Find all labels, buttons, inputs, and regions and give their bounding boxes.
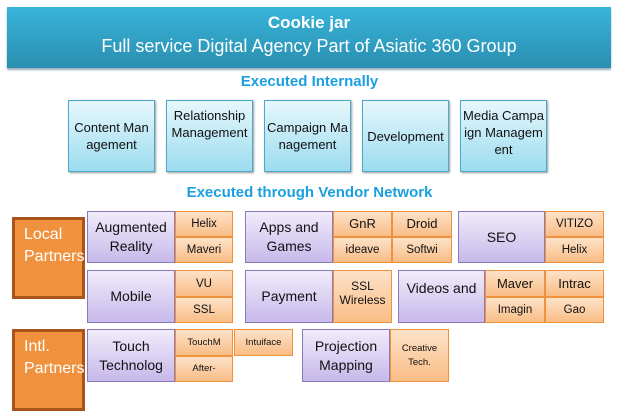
vendor-cell: SSL (175, 297, 233, 323)
vendor-cell: SSL Wireless (333, 270, 392, 323)
executed-internally-heading: Executed Internally (240, 73, 379, 90)
vendor-cell: Intrac (545, 270, 604, 297)
service-touch-technology: Touch Technolog (87, 329, 175, 382)
vendor-cell: After- (175, 356, 233, 382)
vendor-cell: Intuiface (234, 329, 293, 356)
vendor-cell: Maveri (175, 237, 233, 263)
vendor-cell: Creative Tech. (390, 329, 449, 382)
service-videos: Videos and (398, 270, 485, 323)
vendor-cell: Helix (545, 237, 604, 263)
internal-item: Content Management (68, 100, 155, 172)
internal-item: Relationship Management (166, 100, 253, 172)
vendor-cell: VITIZO (545, 211, 604, 237)
service-seo: SEO (458, 211, 545, 263)
vendor-cell: Helix (175, 211, 233, 237)
title: Cookie jar (267, 13, 351, 32)
vendor-cell: Maver (485, 270, 545, 297)
vendor-cell: Softwi (392, 237, 452, 263)
vendor-cell: Imagin (485, 297, 545, 323)
vendor-cell: TouchM (175, 329, 233, 356)
vendor-cell: Droid (392, 211, 452, 237)
vendor-cell: Gao (545, 297, 604, 323)
title-banner: Cookie jar Full service Digital Agency P… (7, 7, 611, 68)
local-partners-label: Local Partners (12, 217, 85, 299)
internal-item: Development (362, 100, 449, 172)
vendor-cell: VU (175, 270, 233, 297)
vendor-network-heading: Executed through Vendor Network (186, 184, 433, 201)
subtitle: Full service Digital Agency Part of Asia… (101, 36, 517, 56)
vendor-cell: GnR (333, 211, 392, 237)
internal-item: Media Campaign Management (460, 100, 547, 172)
internal-item: Campaign Management (264, 100, 351, 172)
service-apps-games: Apps and Games (245, 211, 333, 263)
service-mobile: Mobile (87, 270, 175, 323)
intl-partners-label: Intl. Partners (12, 329, 85, 411)
service-projection-mapping: Projection Mapping (302, 329, 390, 382)
service-payment: Payment (245, 270, 333, 323)
vendor-cell: ideave (333, 237, 392, 263)
service-augmented-reality: Augmented Reality (87, 211, 175, 263)
